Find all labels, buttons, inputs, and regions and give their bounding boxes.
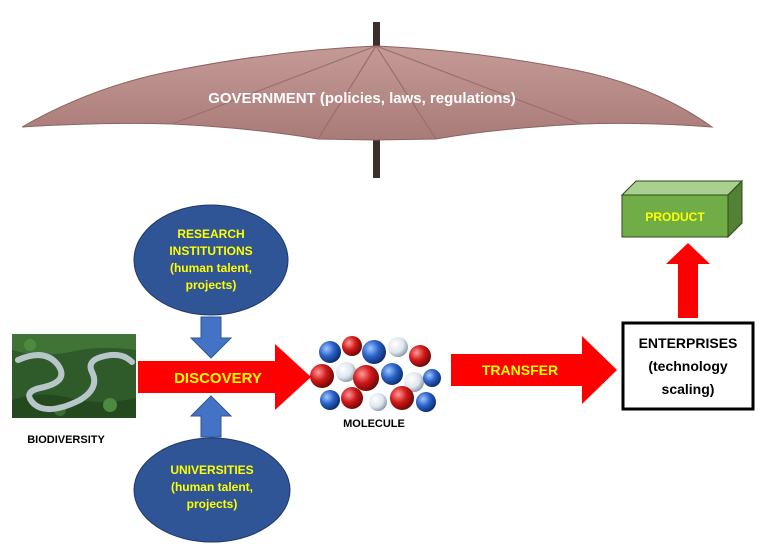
umbrella: GOVERNMENT (policies, laws, regulations)	[21, 22, 714, 178]
universities-line-3: projects)	[187, 497, 238, 511]
discovery-label: DISCOVERY	[174, 370, 262, 387]
universities-line-2: (human talent,	[171, 480, 253, 494]
umbrella-ribs	[171, 45, 583, 140]
transfer-label: TRANSFER	[482, 362, 558, 378]
enterprises-line-2: (technology	[648, 358, 728, 374]
molecule-label: MOLECULE	[343, 418, 405, 430]
enterprises-line-1: ENTERPRISES	[639, 335, 738, 351]
enterprises-line-3: scaling)	[662, 381, 715, 397]
research-line-2: INSTITUTIONS	[169, 244, 252, 258]
product-up-arrow	[666, 243, 710, 318]
biodiversity-image	[12, 334, 136, 418]
research-down-arrow	[189, 316, 233, 359]
biodiversity-label: BIODIVERSITY	[27, 434, 105, 446]
river-icon	[15, 351, 135, 413]
research-line-1: RESEARCH	[177, 227, 244, 241]
product-box-top	[620, 180, 744, 196]
research-ellipse	[133, 204, 289, 316]
universities-line-1: UNIVERSITIES	[170, 463, 253, 477]
umbrella-label: GOVERNMENT (policies, laws, regulations)	[208, 90, 516, 107]
transfer-arrow	[451, 336, 617, 404]
enterprises-node: ENTERPRISES (technology scaling)	[621, 321, 755, 411]
universities-ellipse	[133, 437, 291, 543]
research-line-3: (human talent,	[170, 261, 252, 275]
enterprises-box	[621, 321, 755, 411]
product-node: PRODUCT	[620, 179, 744, 239]
discovery-arrow	[138, 344, 311, 410]
umbrella-canopy	[21, 45, 714, 141]
research-line-4: projects)	[186, 278, 237, 292]
molecule-image	[310, 336, 441, 412]
universities-up-arrow	[189, 395, 233, 438]
universities-node: UNIVERSITIES (human talent, projects)	[133, 437, 291, 543]
product-box-front	[621, 194, 729, 238]
research-institutions-node: RESEARCH INSTITUTIONS (human talent, pro…	[133, 204, 289, 316]
product-label: PRODUCT	[645, 210, 705, 224]
